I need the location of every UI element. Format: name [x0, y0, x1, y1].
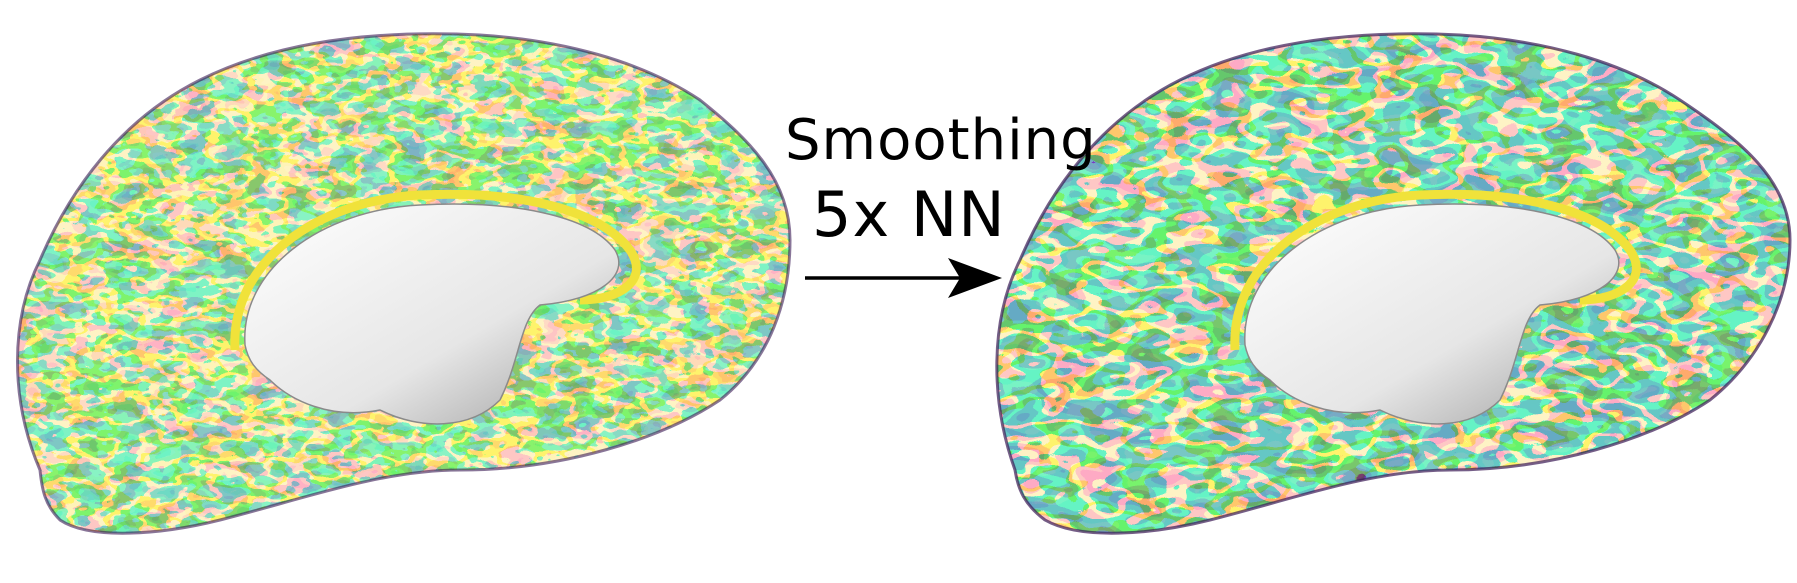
brain-after-panel [995, 32, 1792, 535]
callosal-ring [230, 189, 641, 351]
subcortical-region [1244, 203, 1620, 425]
annotation-line-2: 5x NN [812, 178, 1006, 251]
transform-arrow [805, 258, 1002, 298]
brain-before-panel [16, 32, 792, 535]
brain-outline [995, 32, 1792, 535]
annotation-line-1: Smoothing [785, 108, 1097, 173]
callosal-ring [1230, 189, 1641, 351]
brain-outline [16, 32, 792, 535]
arrow-head-icon [948, 258, 1002, 298]
subcortical-region [244, 203, 620, 425]
